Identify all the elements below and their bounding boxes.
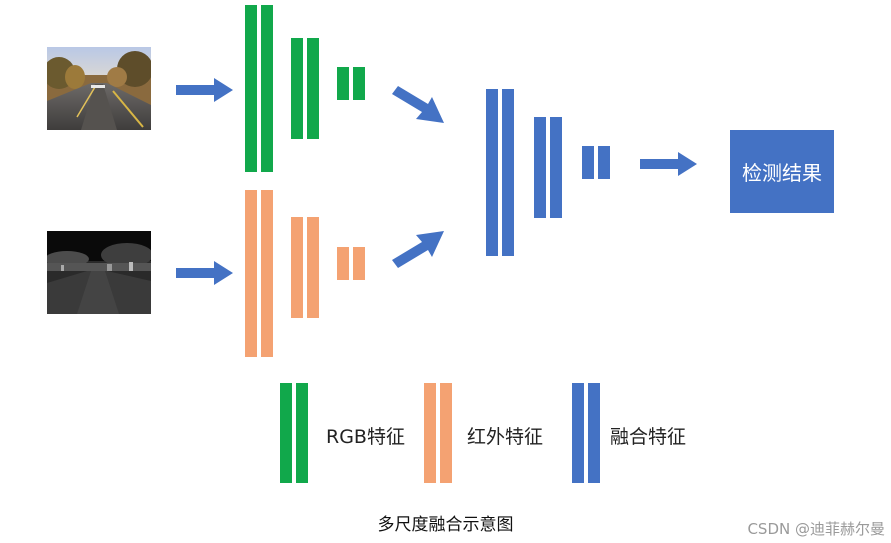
fused-feature-bar-small-1 [582, 146, 594, 179]
arrow-up-right-icon [392, 231, 444, 268]
ir-feature-bar-small-2 [353, 247, 365, 280]
detection-result-label: 检测结果 [742, 161, 822, 185]
fused-feature-bar-small-2 [598, 146, 610, 179]
rgb-feature-bar-large-1 [245, 5, 257, 172]
diagram-caption: 多尺度融合示意图 [377, 515, 514, 535]
arrow-right-icon [640, 152, 697, 176]
fused-feature-bar-large-1 [486, 89, 498, 256]
ir-feature-bar-medium-1 [291, 217, 303, 318]
rgb-input-image [47, 47, 151, 130]
ir-feature-bar-large-2 [261, 190, 273, 357]
legend-fused-label: 融合特征 [610, 426, 687, 448]
legend-rgb-swatch-1 [280, 383, 292, 483]
rgb-feature-bar-large-2 [261, 5, 273, 172]
fused-feature-bar-large-2 [502, 89, 514, 256]
legend-rgb-swatch-2 [296, 383, 308, 483]
fused-feature-bar-medium-2 [550, 117, 562, 218]
rgb-feature-bar-medium-2 [307, 38, 319, 139]
ir-feature-bar-small-1 [337, 247, 349, 280]
rgb-feature-bar-small-2 [353, 67, 365, 100]
legend-ir-swatch-2 [440, 383, 452, 483]
legend-ir-label: 红外特征 [467, 426, 544, 448]
arrow-down-right-icon [392, 86, 444, 123]
rgb-feature-bar-medium-1 [291, 38, 303, 139]
detection-result-box: 检测结果 [730, 130, 834, 213]
ir-feature-bar-large-1 [245, 190, 257, 357]
arrow-right-icon [176, 261, 233, 285]
arrow-right-icon [176, 78, 233, 102]
rgb-feature-bar-small-1 [337, 67, 349, 100]
legend-fused-swatch-1 [572, 383, 584, 483]
ir-feature-bar-medium-2 [307, 217, 319, 318]
fused-feature-bar-medium-1 [534, 117, 546, 218]
legend-rgb-label: RGB特征 [326, 426, 405, 448]
infrared-input-image [47, 231, 151, 314]
legend-ir-swatch-1 [424, 383, 436, 483]
legend-fused-swatch-2 [588, 383, 600, 483]
watermark: CSDN @迪菲赫尔曼 [747, 520, 885, 538]
